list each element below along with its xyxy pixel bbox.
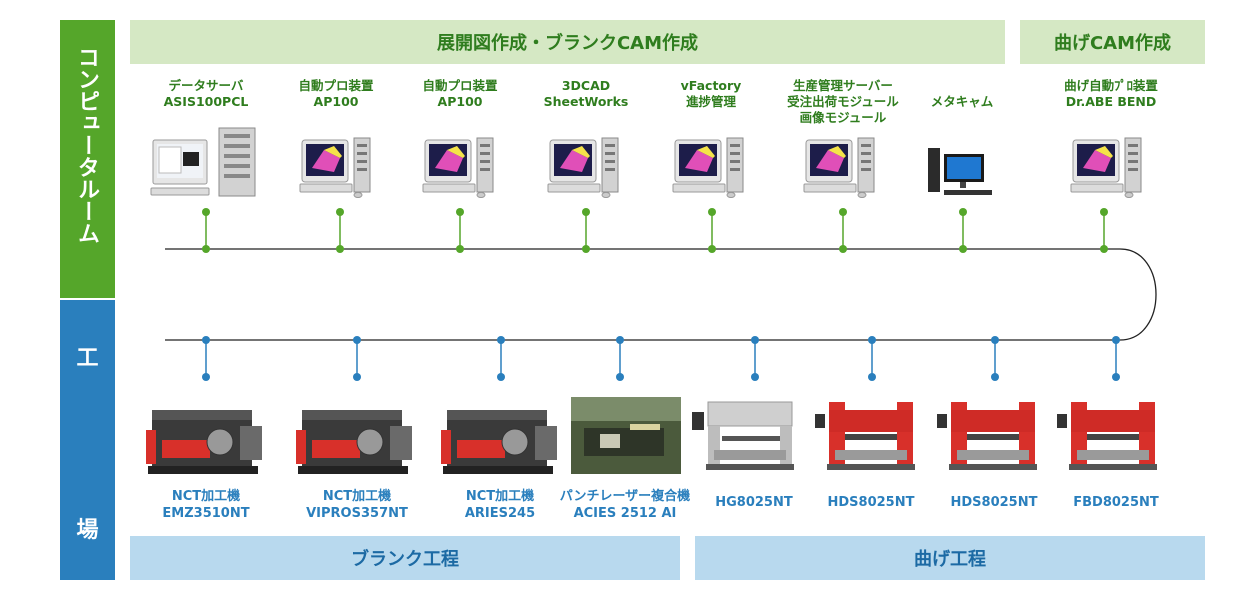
workstation-icon	[422, 137, 494, 198]
computer-node-dots	[202, 208, 1108, 253]
punch-press-icon	[295, 409, 413, 475]
press-brake-icon	[691, 401, 795, 471]
blank-process-band-label: ブランク工程	[351, 549, 459, 570]
computer-label-6: 生産管理サーバー受注出荷モジュール画像モジュール	[787, 78, 899, 125]
workstation-icon	[1070, 137, 1142, 198]
bend-cam-band: 曲げCAM作成	[1020, 20, 1205, 64]
computer-room-label: コンピュータルーム	[74, 46, 99, 244]
bend-process-band: 曲げ工程	[695, 536, 1205, 580]
desktop-pc-icon	[928, 148, 992, 195]
computer-connectors	[205, 212, 1105, 249]
bend-cam-band-label: 曲げCAM作成	[1053, 33, 1172, 54]
machine-label-7: HDS8025NT	[950, 495, 1038, 510]
press-brake-icon	[815, 402, 915, 470]
network-loop-curve	[1119, 248, 1157, 341]
factory-label-top: 工	[76, 346, 99, 371]
blank-cam-band: 展開図作成・ブランクCAM作成	[130, 20, 1005, 64]
factory-photo-icon	[571, 397, 681, 474]
machine-label-5: HG8025NT	[715, 495, 793, 510]
press-brake-icon	[1057, 402, 1157, 470]
punch-press-icon	[145, 409, 263, 475]
computer-room-side-label	[60, 20, 115, 298]
blank-cam-band-label: 展開図作成・ブランクCAM作成	[436, 33, 699, 54]
workstation-icon	[547, 137, 619, 198]
machine-connectors	[205, 340, 1117, 377]
bend-process-band-label: 曲げ工程	[914, 549, 986, 570]
workstation-icon	[299, 137, 371, 198]
blank-process-band: ブランク工程	[130, 536, 680, 580]
computer-label-7: メタキャム	[930, 94, 994, 109]
machine-node-dots	[202, 336, 1120, 381]
factory-label-bottom: 場	[76, 518, 99, 543]
server-computer-icon	[150, 127, 256, 197]
machine-label-8: FBD8025NT	[1073, 495, 1159, 510]
machine-label-6: HDS8025NT	[827, 495, 915, 510]
workstation-icon	[803, 137, 875, 198]
punch-press-icon	[440, 409, 558, 475]
factory-side-label	[60, 300, 115, 580]
workstation-icon	[672, 137, 744, 198]
press-brake-icon	[937, 402, 1037, 470]
